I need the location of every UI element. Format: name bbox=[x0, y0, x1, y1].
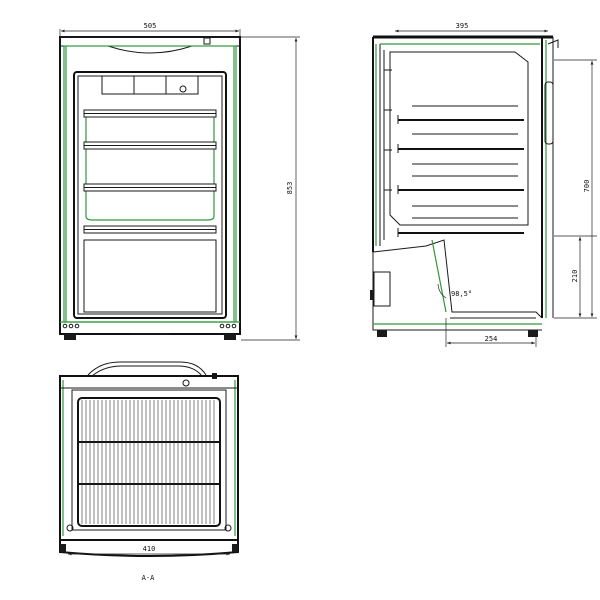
side-depth-label: 395 bbox=[456, 22, 469, 30]
side-dimensions: 395 700 210 98,5° 254 bbox=[395, 22, 597, 347]
front-width-label: 505 bbox=[144, 22, 157, 30]
side-view bbox=[370, 35, 559, 337]
section-view bbox=[59, 361, 239, 557]
front-dimensions: 505 853 bbox=[59, 22, 300, 341]
front-view bbox=[59, 36, 241, 340]
section-caption: A-A bbox=[142, 574, 155, 582]
section-width-label: 410 bbox=[143, 545, 156, 553]
front-height-label: 853 bbox=[286, 182, 294, 195]
bottom-depth-label: 254 bbox=[485, 335, 498, 343]
section-dimensions: 410 A-A bbox=[68, 545, 230, 582]
side-height-label: 700 bbox=[583, 180, 591, 193]
grid-wires bbox=[81, 400, 215, 524]
angle-label: 98,5° bbox=[451, 290, 472, 298]
side-base-height-label: 210 bbox=[571, 270, 579, 283]
